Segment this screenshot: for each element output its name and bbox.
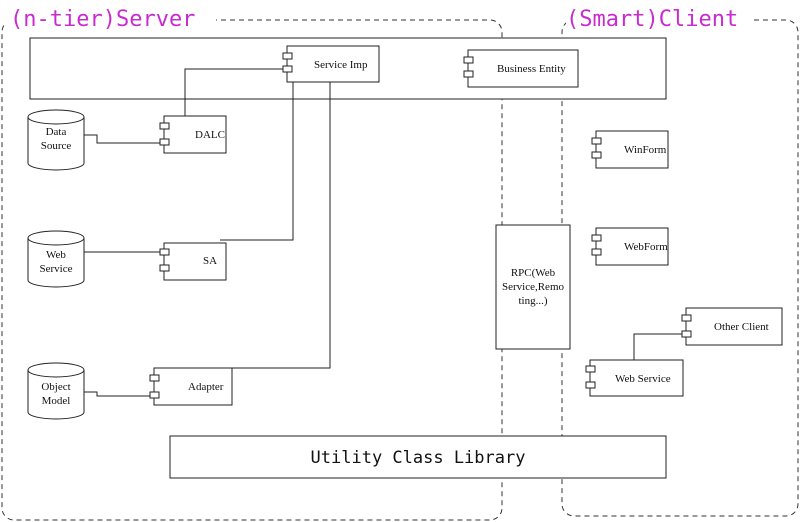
datasource-object-model[interactable]: Object Model	[27, 362, 85, 420]
winform-port-top	[591, 137, 602, 145]
service-imp-port-top	[282, 52, 293, 60]
server-region: (n-tier)Server	[1, 6, 503, 521]
webform-port-top	[591, 234, 602, 242]
component-service-imp[interactable]: Service Imp	[282, 45, 380, 83]
client-title: (Smart)Client	[566, 7, 738, 32]
server-title-bg	[6, 6, 216, 32]
component-dalc[interactable]: DALC	[159, 115, 227, 154]
connector-service-sa	[220, 81, 294, 241]
webform-label: WebForm	[624, 241, 668, 253]
rpc-label-line2: Service,Remo	[502, 281, 565, 293]
other-client-box	[685, 307, 783, 346]
connector-service-adapter	[232, 82, 331, 369]
winform-box	[595, 130, 669, 169]
object-model-cylinder-top	[27, 362, 85, 378]
component-winform[interactable]: WinForm	[591, 130, 669, 169]
datasource-data-source[interactable]: Data Source	[27, 109, 85, 171]
sa-port-bottom	[159, 264, 170, 272]
rpc-label-line1: RPC(Web	[511, 267, 556, 279]
client-web-service-port-top	[585, 365, 596, 373]
data-source-label-line2: Source	[41, 140, 72, 152]
component-client-web-service[interactable]: Web Service	[585, 359, 684, 397]
winform-label: WinForm	[624, 144, 667, 156]
component-sa[interactable]: SA	[159, 242, 227, 281]
connectors	[84, 68, 682, 397]
business-entity-port-top	[463, 56, 474, 64]
component-adapter[interactable]: Adapter	[149, 367, 233, 406]
component-business-entity[interactable]: Business Entity	[463, 49, 579, 88]
utility-class-library[interactable]: Utility Class Library	[169, 435, 667, 479]
data-source-label-line1: Data	[46, 126, 67, 138]
data-source-cylinder-top	[27, 109, 85, 125]
connector-objectmodel-adapter	[84, 391, 150, 397]
service-imp-port-bottom	[282, 65, 293, 73]
component-other-client[interactable]: Other Client	[681, 307, 783, 346]
connector-service-dalc	[184, 68, 283, 120]
datasource-web-service[interactable]: Web Service	[27, 230, 85, 288]
client-web-service-port-bottom	[585, 381, 596, 389]
connector-otherclient-webservice	[633, 333, 682, 360]
client-web-service-box	[589, 359, 684, 397]
data-source-cylinder-body	[27, 117, 85, 171]
adapter-port-bottom	[149, 391, 160, 399]
web-service-label-line2: Service	[40, 263, 73, 275]
other-client-label: Other Client	[714, 321, 769, 333]
object-model-label-line2: Model	[42, 395, 71, 407]
dalc-label: DALC	[195, 129, 225, 141]
service-imp-box	[286, 45, 380, 83]
client-region: (Smart)Client	[561, 6, 799, 517]
web-service-label-line1: Web	[46, 249, 66, 261]
client-web-service-label: Web Service	[615, 373, 671, 385]
adapter-box	[153, 367, 233, 406]
utility-class-library-label: Utility Class Library	[311, 448, 526, 468]
other-client-port-bottom	[681, 330, 692, 338]
service-imp-label: Service Imp	[314, 59, 368, 71]
adapter-port-top	[149, 374, 160, 382]
dalc-box	[163, 115, 227, 154]
winform-port-bottom	[591, 151, 602, 159]
rpc-box-rect	[495, 224, 571, 350]
web-service-cylinder-top	[27, 230, 85, 246]
business-entity-port-bottom	[463, 70, 474, 78]
web-service-cylinder-body	[27, 238, 85, 288]
rpc-box[interactable]: RPC(Web Service,Remo ting...)	[495, 224, 571, 350]
webform-port-bottom	[591, 248, 602, 256]
object-model-cylinder-body	[27, 370, 85, 420]
dalc-port-bottom	[159, 138, 170, 146]
other-client-port-top	[681, 314, 692, 322]
server-title: (n-tier)Server	[10, 7, 195, 32]
business-entity-label: Business Entity	[497, 63, 566, 75]
rpc-label-line3: ting...)	[518, 295, 547, 307]
utility-class-library-box	[169, 435, 667, 479]
connector-datasource-dalc	[84, 134, 160, 144]
sa-label: SA	[203, 255, 217, 267]
sa-box	[163, 242, 227, 281]
client-title-bg	[566, 6, 750, 32]
business-entity-box	[467, 49, 579, 88]
component-webform[interactable]: WebForm	[591, 227, 669, 266]
webform-box	[595, 227, 669, 266]
object-model-label-line1: Object	[41, 381, 70, 393]
sa-port-top	[159, 248, 170, 256]
dalc-port-top	[159, 122, 170, 130]
adapter-label: Adapter	[188, 381, 224, 393]
